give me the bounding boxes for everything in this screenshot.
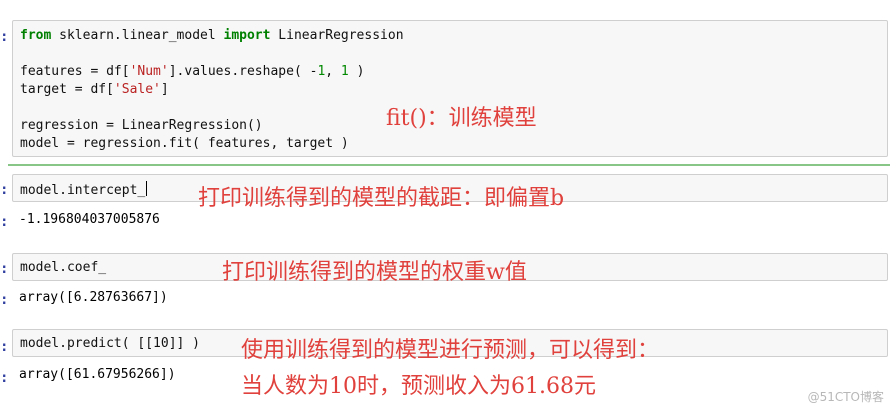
cell-4-code-input[interactable]: model.predict( [[10]] ) — [12, 329, 888, 357]
cell-4-annotation-line2: 当人数为10时，预测收入为61.68元 — [241, 374, 596, 399]
code-token: target = df[ — [20, 82, 114, 97]
cell-3-annotation: 打印训练得到的模型的权重w值 — [222, 260, 527, 285]
cell-4-output-prompt: : — [0, 370, 9, 386]
cell-1-code: from sklearn.linear_model import LinearR… — [20, 28, 404, 154]
code-token-str: 'Num' — [129, 64, 169, 79]
code-token-kw: from — [20, 28, 52, 43]
code-line — [20, 46, 404, 64]
code-line: target = df['Sale'] — [20, 82, 404, 100]
cell-2-annotation: 打印训练得到的模型的截距：即偏置b — [198, 186, 565, 211]
cell-2-output-prompt: : — [0, 214, 9, 230]
code-token: , — [325, 64, 341, 79]
text-cursor — [146, 181, 148, 196]
cell-3-code: model.coef_ — [20, 260, 107, 275]
code-line: model = regression.fit( features, target… — [20, 136, 404, 154]
cell-4-output: array([61.67956266]) — [19, 367, 176, 382]
code-token: LinearRegression — [270, 28, 404, 43]
code-line: from sklearn.linear_model import LinearR… — [20, 28, 404, 46]
cell-1-prompt: : — [0, 29, 9, 45]
cell-separator — [8, 164, 890, 166]
code-token: ].values.reshape( - — [168, 64, 318, 79]
code-token: model = regression.fit( features, target… — [20, 136, 349, 151]
code-line: regression = LinearRegression() — [20, 118, 404, 136]
cell-1-annotation: fit()：训练模型 — [386, 106, 537, 131]
cell-3-prompt: : — [0, 261, 9, 277]
code-token-str: 'Sale' — [113, 82, 161, 97]
code-token: regression = LinearRegression() — [20, 118, 263, 133]
code-token: features = df[ — [20, 64, 130, 79]
watermark: @51CTO博客 — [807, 390, 884, 404]
cell-3-code-input[interactable]: model.coef_ — [12, 253, 888, 281]
code-line — [20, 100, 404, 118]
code-token-kw: import — [223, 28, 271, 43]
cell-1-code-input[interactable]: from sklearn.linear_model import LinearR… — [12, 20, 888, 157]
code-token-num: 1 — [340, 64, 349, 79]
code-token: ) — [348, 64, 365, 79]
cell-3-output: array([6.28763667]) — [19, 290, 168, 305]
code-token-num: 1 — [317, 64, 326, 79]
code-token: sklearn.linear_model — [51, 28, 224, 43]
cell-2-code-input[interactable]: model.intercept_ — [12, 174, 888, 202]
cell-4-prompt: : — [0, 339, 9, 355]
code-token: ] — [160, 82, 169, 97]
cell-2-code: model.intercept_ — [20, 181, 148, 198]
cell-2-output: -1.196804037005876 — [19, 212, 160, 227]
code-line: features = df['Num'].values.reshape( -1,… — [20, 64, 404, 82]
cell-4-annotation-line1: 使用训练得到的模型进行预测，可以得到： — [241, 338, 660, 363]
cell-4-code: model.predict( [[10]] ) — [20, 336, 201, 351]
cell-3-output-prompt: : — [0, 292, 9, 308]
cell-2-prompt: : — [0, 182, 9, 198]
